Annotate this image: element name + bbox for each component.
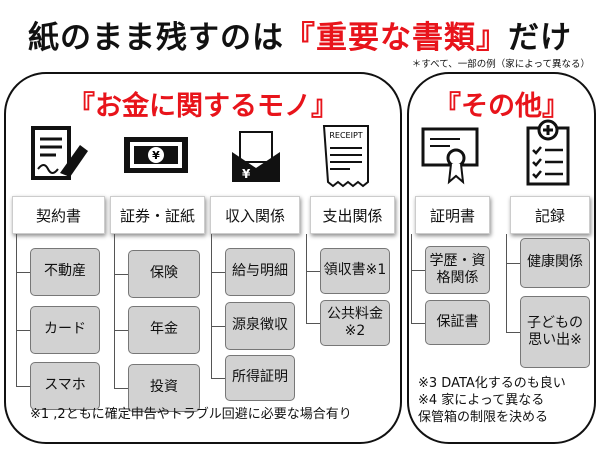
connector-line [16,386,30,387]
document-item: スマホ [30,362,100,410]
category-label: 収入関係 [224,206,285,225]
connector-line [306,234,307,323]
category-header: 収入関係 [210,196,300,234]
document-item: 年金 [128,306,200,354]
document-item: 健康関係 [520,238,590,288]
other-note-2: ※4 家によって異なる [418,393,545,408]
document-item: 保証書 [425,300,490,345]
other-note-1: ※3 DATA化するのも良い [418,376,566,391]
money-heading: 『お金に関するモノ』 [68,91,338,122]
document-item-label: 所得証明 [232,369,288,386]
document-item-label: 不動産 [44,263,86,280]
certificate-icon [421,127,479,185]
connector-line [16,330,30,331]
banknote-icon: ¥ [124,137,188,173]
document-item-label: 健康関係 [527,254,583,271]
connector-line [411,322,425,324]
document-item-label: 保険 [150,265,178,282]
connector-line [506,234,507,332]
connector-line [114,234,115,388]
category-label: 契約書 [35,206,81,225]
document-item-label: 子どもの思い出※ [527,314,583,349]
connector-line [114,274,128,275]
money-footnote: ※1 ,2ともに確定申告やトラブル回避に必要な場合有り [30,407,352,422]
document-item-label: 給与明細 [232,263,288,280]
connector-line [411,270,425,271]
document-item-label: 公共料金※2 [327,305,383,340]
document-item: 領収書※1 [320,248,390,294]
category-header: 支出関係 [310,196,395,234]
other-heading: 『その他』 [434,91,569,122]
document-item: 源泉徴収 [225,302,295,350]
document-item-label: スマホ [44,377,86,394]
connector-line [306,271,320,272]
document-item: 投資 [128,364,200,412]
document-item-label: 年金 [150,321,178,338]
document-item-label: カード [44,321,86,338]
category-header: 契約書 [12,196,105,234]
category-label: 記録 [534,206,565,225]
connector-line [114,330,128,331]
other-note-3: 保管箱の制限を決める [418,410,549,425]
title-prefix: 紙のまま残すのは [28,20,284,56]
category-header: 証券・証紙 [110,196,205,234]
medical-checklist-icon [526,119,570,186]
document-item: 保険 [128,250,200,298]
page-title: 紙のまま残すのは『重要な書類』だけ [0,12,600,57]
connector-line [16,234,17,386]
document-item: 給与明細 [225,248,295,296]
document-item-label: 領収書※1 [323,262,387,279]
contract-sign-icon [31,126,88,180]
connector-line [506,263,520,264]
money-panel [4,72,402,444]
category-label: 証明書 [429,206,475,225]
document-item-label: 投資 [150,379,178,396]
receipt-icon: RECEIPT [322,125,369,188]
connector-line [114,388,128,389]
document-item: 子どもの思い出※ [520,296,590,368]
connector-line [211,272,225,273]
category-header: 証明書 [415,196,490,234]
title-highlight: 『重要な書類』 [284,20,508,56]
category-header: 記録 [510,196,590,234]
document-item: 不動産 [30,248,100,296]
svg-text:¥: ¥ [152,149,160,162]
document-item: 公共料金※2 [320,300,390,346]
connector-line [506,332,520,333]
connector-line [211,378,225,379]
document-item: 所得証明 [225,355,295,401]
category-label: 証券・証紙 [119,206,195,225]
document-item-label: 学歴・資格関係 [429,252,486,287]
svg-text:¥: ¥ [242,167,251,181]
document-item-label: 保証書 [436,313,479,330]
receipt-label: RECEIPT [329,131,362,140]
document-item: 学歴・資格関係 [425,246,490,294]
connector-line [16,272,30,273]
envelope-yen-icon: ¥ [232,131,280,182]
note: ＊すべて、一部の例（家によって異なる） [411,59,590,70]
connector-line [411,234,412,323]
other-panel [407,72,596,444]
title-suffix: だけ [508,20,572,56]
document-item: カード [30,306,100,354]
connector-line [211,234,212,378]
category-label: 支出関係 [322,206,383,225]
connector-line [211,326,225,327]
connector-line [306,323,320,324]
document-item-label: 源泉徴収 [232,317,288,334]
